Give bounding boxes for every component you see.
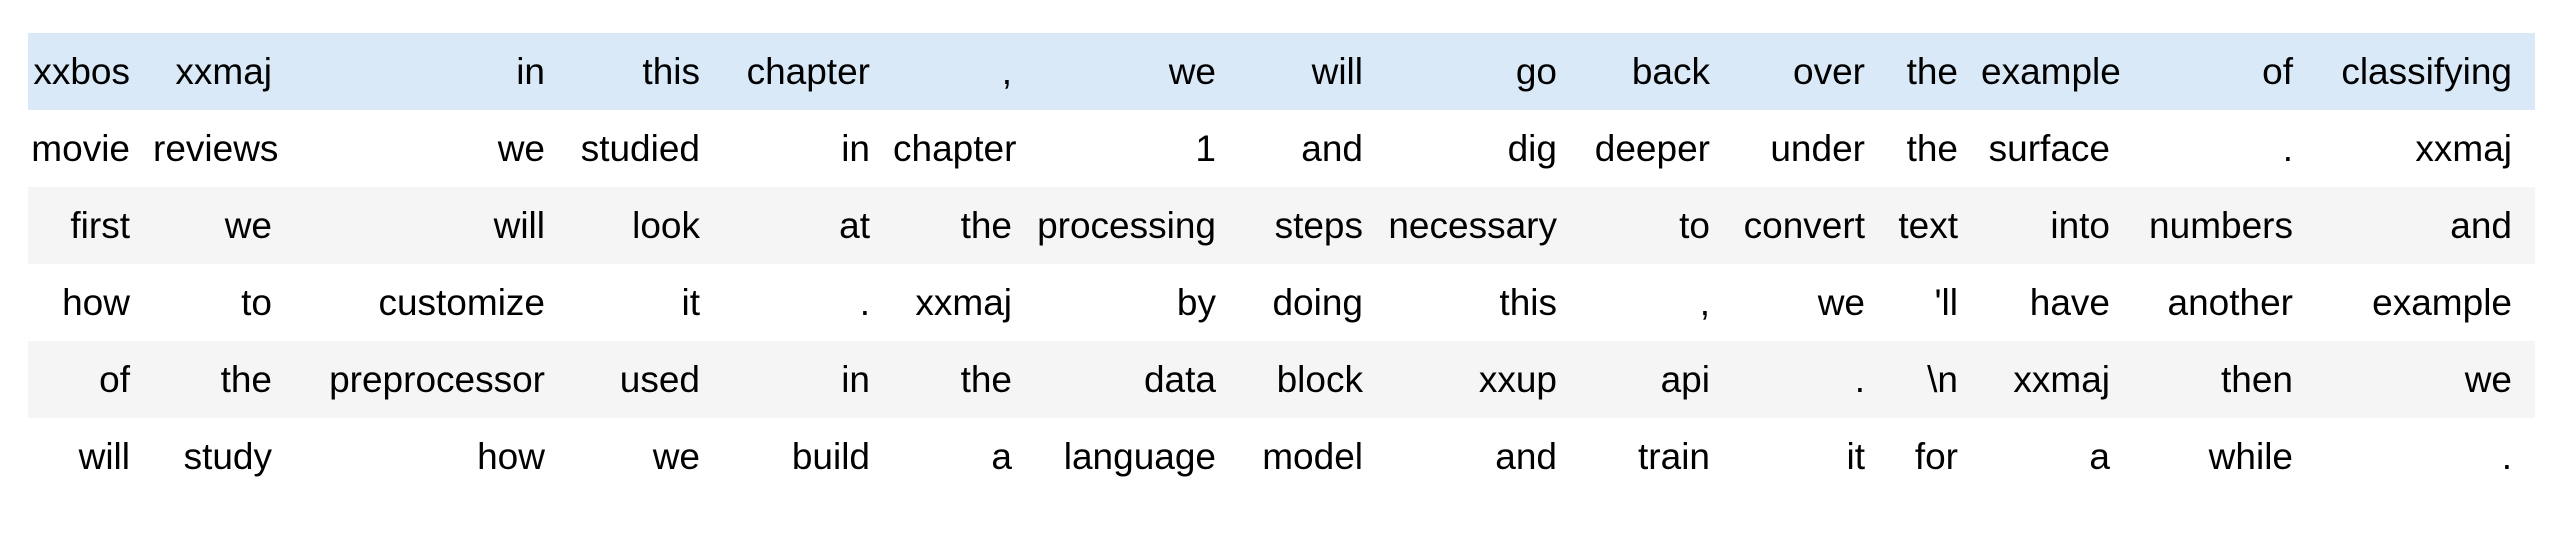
token-cell: for (1914, 436, 1958, 477)
token-cell: xxmaj (2013, 359, 2110, 400)
token-cell: the (960, 359, 1012, 400)
token-cell: language (1063, 436, 1216, 477)
token-cell: \n (1927, 359, 1958, 400)
token-cell: of (2262, 51, 2293, 92)
tokenized-text-table: xxbos xxmaj in this chapter, we will go back over… (28, 33, 2535, 495)
token-cell: train (1638, 436, 1710, 477)
token-cell: deeper (1594, 128, 1710, 169)
token-cell: the (1906, 51, 1958, 92)
token-cell: have (2029, 282, 2110, 323)
token-cell: we (224, 205, 272, 246)
token-cell: into (2050, 205, 2110, 246)
token-cell: in (841, 128, 870, 169)
token-cell: example (1981, 51, 2121, 92)
token-cell: . (859, 282, 870, 323)
token-cell: data (1143, 359, 1216, 400)
token-cell: the (1906, 128, 1958, 169)
token-cell: in (516, 51, 545, 92)
token-cell: numbers (2149, 205, 2293, 246)
token-cell: dig (1507, 128, 1557, 169)
token-cell: xxmaj (175, 51, 272, 92)
token-cell: doing (1272, 282, 1363, 323)
token-cell: by (1176, 282, 1216, 323)
token-cell: , (1001, 51, 1012, 92)
token-cell: first (70, 205, 130, 246)
token-cell: convert (1743, 205, 1865, 246)
token-cell: we (1168, 51, 1216, 92)
token-cell: then (2220, 359, 2293, 400)
table-row: will study how we build a language model and trai… (28, 418, 2535, 495)
token-cell: build (791, 436, 870, 477)
token-cell: go (1515, 51, 1557, 92)
token-cell: in (841, 359, 870, 400)
token-cell: how (62, 282, 130, 323)
token-cell: study (183, 436, 272, 477)
token-cell: and (1495, 436, 1557, 477)
token-cell: reviews (153, 128, 279, 169)
token-cell: this (642, 51, 700, 92)
token-cell: at (839, 205, 870, 246)
token-cell: xxbos (33, 51, 130, 92)
token-table-body: xxbos xxmaj in this chapter, we will go back over… (28, 33, 2535, 495)
token-cell: text (1898, 205, 1958, 246)
token-cell: a (991, 436, 1012, 477)
token-cell: chapter (746, 51, 870, 92)
token-cell: back (1631, 51, 1710, 92)
token-cell: while (2208, 436, 2293, 477)
token-cell: will (78, 436, 130, 477)
token-cell: preprocessor (329, 359, 545, 400)
token-cell: xxmaj (2415, 128, 2512, 169)
token-cell: of (99, 359, 130, 400)
token-cell: 1 (1195, 128, 1216, 169)
token-cell: . (1854, 359, 1865, 400)
table-row: of the preprocessor used in the data block xxup a… (28, 341, 2535, 418)
table-row: first we will look at the processing steps neces… (28, 187, 2535, 264)
token-cell: this (1499, 282, 1557, 323)
token-cell: and (1301, 128, 1363, 169)
table-row: xxbos xxmaj in this chapter, we will go back over… (28, 33, 2535, 110)
token-cell: we (1817, 282, 1865, 323)
token-cell: look (632, 205, 700, 246)
token-cell: will (1311, 51, 1363, 92)
token-cell: to (241, 282, 272, 323)
token-cell: chapter (893, 128, 1017, 169)
token-cell: another (2167, 282, 2294, 323)
token-cell: 'll (1934, 282, 1958, 323)
token-cell: will (493, 205, 545, 246)
token-cell: example (2372, 282, 2512, 323)
token-cell: we (652, 436, 700, 477)
token-cell: under (1770, 128, 1865, 169)
token-cell: processing (1037, 205, 1216, 246)
token-cell: xxmaj (915, 282, 1012, 323)
token-cell: block (1276, 359, 1363, 400)
token-cell: it (1846, 436, 1866, 477)
token-cell: classifying (2341, 51, 2512, 92)
table-row: how to customize it. xxmaj by doing this, we 'll h… (28, 264, 2535, 341)
token-cell: it (681, 282, 701, 323)
token-cell: used (619, 359, 700, 400)
token-cell: the (960, 205, 1012, 246)
token-cell: we (2464, 359, 2512, 400)
token-cell: how (477, 436, 545, 477)
token-cell: . (2282, 128, 2293, 169)
token-cell: over (1793, 51, 1865, 92)
token-cell: surface (1988, 128, 2110, 169)
token-cell: necessary (1388, 205, 1557, 246)
token-cell: to (1679, 205, 1710, 246)
token-cell: movie (31, 128, 130, 169)
token-cell: a (2089, 436, 2110, 477)
token-cell: steps (1274, 205, 1363, 246)
token-cell: studied (580, 128, 700, 169)
token-cell: model (1262, 436, 1363, 477)
token-cell: api (1660, 359, 1710, 400)
token-cell: and (2450, 205, 2512, 246)
token-cell: customize (378, 282, 545, 323)
token-cell: , (1699, 282, 1710, 323)
token-cell: we (497, 128, 545, 169)
token-cell: . (2501, 436, 2512, 477)
token-cell: the (220, 359, 272, 400)
token-cell: xxup (1478, 359, 1557, 400)
